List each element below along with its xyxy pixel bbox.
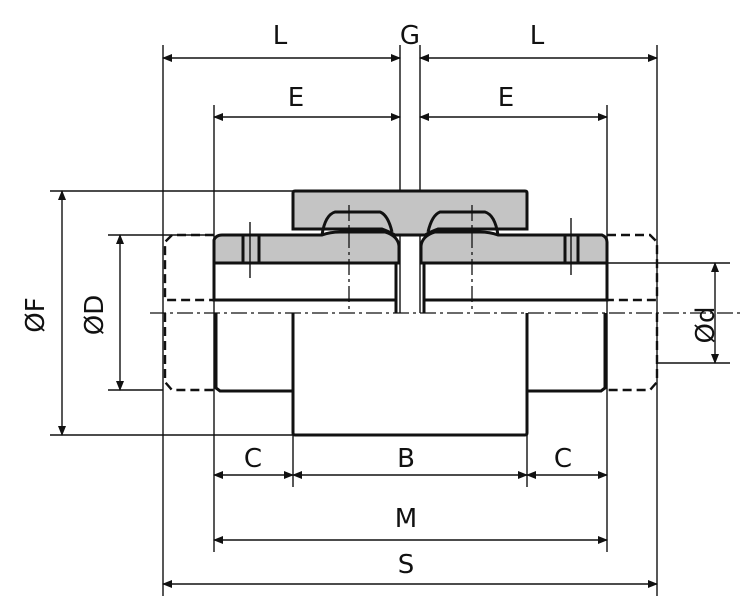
dim-label-G: G	[400, 21, 420, 51]
dim-label-C-right: C	[554, 444, 572, 474]
alternate-hub-outline	[163, 233, 659, 392]
dim-label-L-right: L	[530, 21, 545, 51]
bolt-holes	[241, 236, 580, 263]
dim-label-L-left: L	[273, 21, 288, 51]
dim-label-F: ØF	[21, 297, 51, 332]
dim-label-d: Ød	[691, 307, 721, 344]
centerlines	[150, 205, 740, 314]
dim-label-E-right: E	[498, 83, 514, 113]
gear-teeth	[320, 210, 500, 236]
dimension-lines	[58, 54, 719, 588]
extension-lines	[50, 45, 730, 596]
dim-label-B: B	[397, 444, 415, 474]
hub-right-section	[419, 230, 609, 265]
dim-label-E-left: E	[288, 83, 304, 113]
dim-label-D: ØD	[80, 295, 110, 336]
dim-label-S: S	[398, 550, 415, 580]
hub-bodies	[212, 263, 609, 437]
sleeve-section	[291, 189, 529, 237]
dim-label-C-left: C	[244, 444, 262, 474]
dim-label-M: M	[395, 504, 417, 534]
